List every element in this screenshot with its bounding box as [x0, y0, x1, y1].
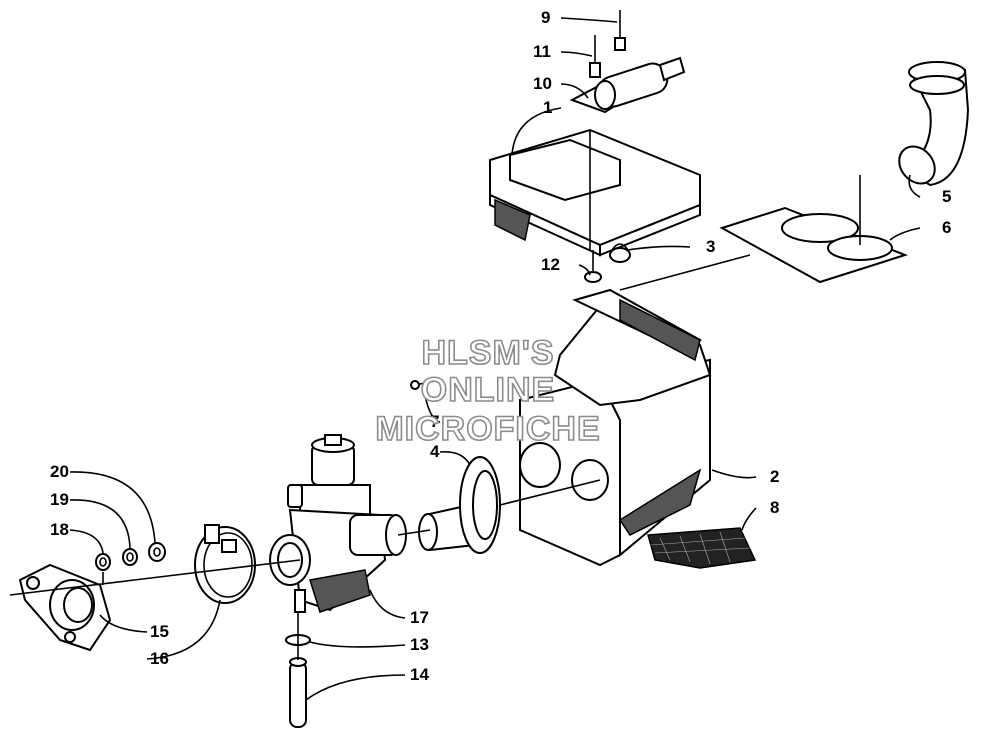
callout-10: 10	[533, 74, 552, 93]
part-screw-7[interactable]	[410, 379, 441, 390]
callout-1: 1	[543, 98, 552, 117]
callout-19: 19	[50, 490, 69, 509]
watermark-line-2: ONLINE	[421, 371, 555, 409]
part-intake-flange[interactable]	[18, 563, 112, 652]
callout-12: 12	[541, 255, 560, 274]
part-airbox[interactable]	[519, 288, 712, 567]
callout-7: 7	[430, 412, 439, 431]
callout-15: 15	[150, 622, 169, 641]
callout-13: 13	[410, 635, 429, 654]
callout-3: 3	[706, 237, 715, 256]
part-intake-silencer[interactable]	[569, 56, 686, 114]
part-washer-12[interactable]	[584, 271, 602, 283]
part-gasket-plate[interactable]	[719, 206, 908, 284]
watermark: HLSM'S ONLINE MICROFICHE	[375, 333, 601, 449]
callout-16: 16	[150, 649, 169, 668]
callout-5: 5	[942, 187, 951, 206]
callout-2: 2	[770, 467, 779, 486]
part-elbow-boot[interactable]	[892, 61, 970, 191]
callout-6: 6	[942, 218, 951, 237]
part-tube-14[interactable]	[289, 657, 307, 728]
callout-4: 4	[430, 442, 440, 461]
callout-8: 8	[770, 498, 779, 517]
callout-18: 18	[50, 520, 69, 539]
watermark-line-3: MICROFICHE	[375, 410, 600, 448]
part-nut-20[interactable]	[148, 542, 166, 562]
part-grommet-3[interactable]	[609, 243, 631, 263]
part-airbox-cover[interactable]	[489, 128, 701, 257]
assembly-lines	[9, 175, 861, 660]
callout-14: 14	[410, 665, 429, 684]
part-washer-18[interactable]	[95, 553, 111, 571]
callout-11: 11	[533, 42, 551, 61]
part-rubber-adapter[interactable]	[418, 456, 501, 554]
part-clamp[interactable]	[194, 524, 256, 604]
watermark-line-1: HLSM'S	[421, 334, 554, 372]
part-lock-washer-19[interactable]	[122, 548, 138, 566]
callout-20: 20	[50, 462, 69, 481]
part-stud-11[interactable]	[589, 35, 601, 78]
callout-labels: 9 11 10 1 12 3 5 6 2 8 7 4 17 13 14 15 1…	[50, 8, 951, 684]
leader-lines	[69, 17, 921, 701]
callout-9: 9	[541, 8, 550, 27]
part-carburetor[interactable]	[269, 434, 407, 613]
part-stud-9[interactable]	[614, 10, 626, 51]
part-filter-screen[interactable]	[647, 527, 757, 569]
callout-17: 17	[410, 608, 429, 627]
